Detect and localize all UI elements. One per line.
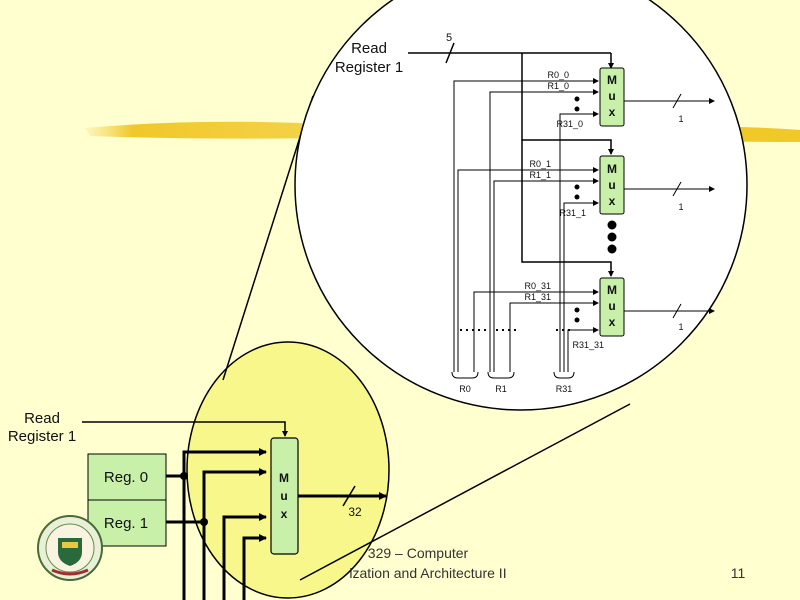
zoom-mux-1-letter-x: x bbox=[609, 194, 616, 208]
zoom-mux-1-letter-u: u bbox=[608, 178, 615, 192]
footer-line-1: 329 – Computer bbox=[368, 545, 469, 561]
small-read-register-label-2: Register 1 bbox=[8, 428, 76, 445]
zoom-mux-2-input-bottom: R31_31 bbox=[572, 340, 604, 350]
zoom-mux-0-output-width: 1 bbox=[678, 114, 683, 124]
zoom-mux-0-input-top2: R1_0 bbox=[547, 81, 569, 91]
reg0-box bbox=[87, 453, 167, 501]
zoom-mux-1-letter-m: M bbox=[607, 162, 617, 176]
small-mux-letter-u: u bbox=[280, 489, 287, 503]
zoom-mux-2-letter-x: x bbox=[609, 315, 616, 329]
reg0-label: Reg. 0 bbox=[104, 469, 148, 486]
zoom-bus-label-r0: R0 bbox=[459, 384, 471, 394]
zoom-mux-2-input-top2: R1_31 bbox=[524, 292, 551, 302]
zoom-mux-0-letter-m: M bbox=[607, 73, 617, 87]
zoom-mux-2-letter-u: u bbox=[608, 299, 615, 313]
zoom-ellipsis bbox=[607, 220, 617, 254]
small-mux-letter-m: M bbox=[279, 471, 289, 485]
zoom-line-bottom bbox=[299, 403, 631, 581]
zoom-circle bbox=[294, 0, 748, 411]
zoom-mux-0-letter-u: u bbox=[608, 89, 615, 103]
zoom-mux-1-input-top1: R0_1 bbox=[529, 159, 551, 169]
small-mux-letter-x: x bbox=[281, 507, 288, 521]
zoom-mux-2: M u x R0_31 R1_31 R31_31 1 bbox=[460, 277, 715, 372]
footer-line-2: ization and Architecture II bbox=[349, 565, 506, 581]
reg1-label: Reg. 1 bbox=[104, 515, 148, 532]
small-output-width: 32 bbox=[348, 505, 362, 519]
page-number: 11 bbox=[731, 565, 746, 581]
zoom-select-width: 5 bbox=[446, 32, 452, 44]
zoom-mux-0-input-top1: R0_0 bbox=[547, 70, 569, 80]
zoom-mux-0-input-bottom: R31_0 bbox=[556, 119, 583, 129]
zoom-mux-1-input-bottom: R31_1 bbox=[559, 208, 586, 218]
zoom-line-top bbox=[222, 95, 314, 381]
university-logo bbox=[37, 515, 103, 581]
zoom-mux-1-output-width: 1 bbox=[678, 202, 683, 212]
zoom-mux-1: M u x R0_1 R1_1 R31_1 1 bbox=[457, 155, 715, 372]
zoom-mux-0: M u x R0_0 R1_0 R31_0 1 bbox=[453, 67, 715, 372]
zoom-bus-label-r31: R31 bbox=[556, 384, 573, 394]
zoom-mux-1-input-top2: R1_1 bbox=[529, 170, 551, 180]
zoom-read-register-label-1: Read bbox=[351, 40, 387, 57]
zoom-bus-brackets bbox=[451, 371, 575, 379]
zoom-view: Read Register 1 5 M u x R0_0 R1_0 R31_0 … bbox=[335, 32, 715, 394]
zoom-mux-0-letter-x: x bbox=[609, 105, 616, 119]
zoom-mux-2-output-width: 1 bbox=[678, 322, 683, 332]
zoom-mux-2-input-top1: R0_31 bbox=[524, 281, 551, 291]
small-read-register-label-1: Read bbox=[24, 410, 60, 427]
zoom-bus-label-r1: R1 bbox=[495, 384, 507, 394]
zoom-read-register-label-2: Register 1 bbox=[335, 59, 403, 76]
zoom-mux-2-letter-m: M bbox=[607, 283, 617, 297]
